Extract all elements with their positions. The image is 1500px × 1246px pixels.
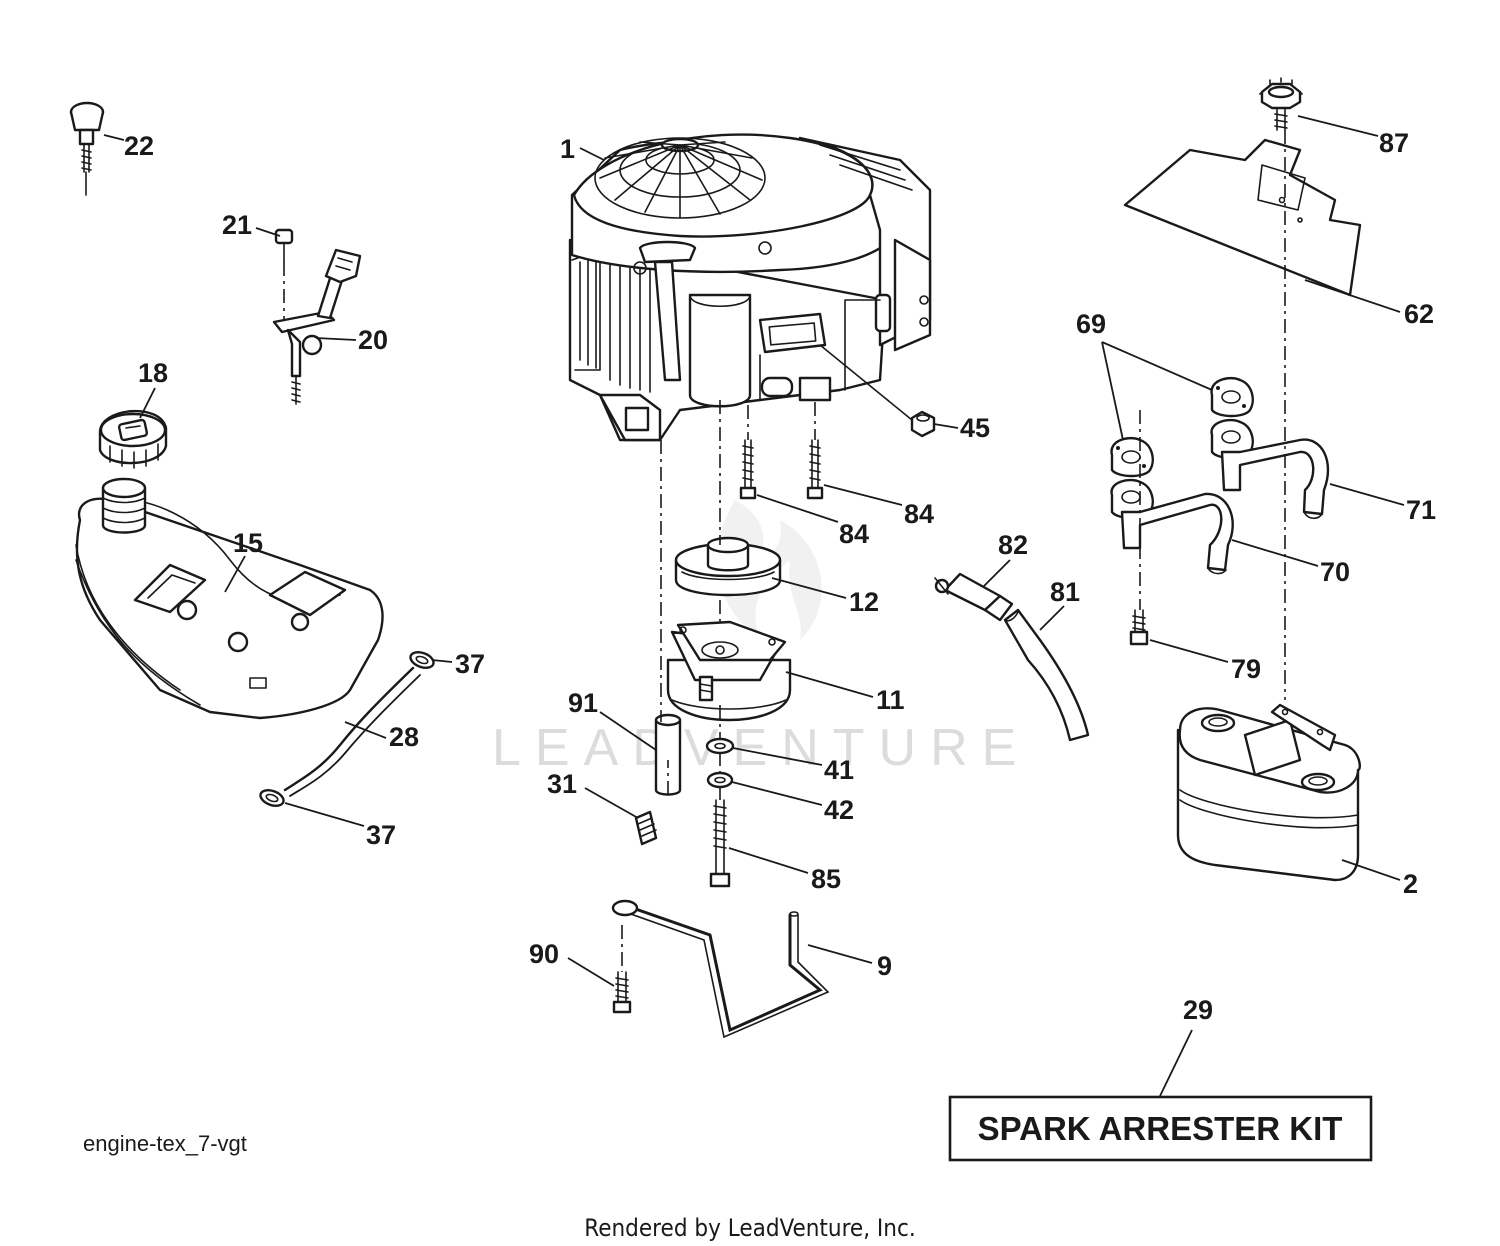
- callout-45[interactable]: 45: [960, 413, 990, 443]
- part-82-fuel-filter[interactable]: [934, 572, 1014, 622]
- spark-arrester-kit-label: SPARK ARRESTER KIT: [978, 1110, 1343, 1147]
- callout-21[interactable]: 21: [222, 210, 252, 240]
- callout-84-right[interactable]: 84: [904, 499, 934, 529]
- part-37-hose-clamp-upper[interactable]: [408, 649, 435, 670]
- callout-layer: 22 21 20 18 15 37 28 37 1 45 84 84 12 11…: [103, 115, 1436, 1097]
- callout-1[interactable]: 1: [560, 134, 575, 164]
- part-21-screw[interactable]: [274, 228, 294, 263]
- part-84-bolt-right[interactable]: [806, 439, 824, 500]
- callout-28[interactable]: 28: [389, 722, 419, 752]
- part-31-set-screw[interactable]: [634, 810, 658, 846]
- part-69-gasket-right[interactable]: [1210, 376, 1254, 418]
- callout-87[interactable]: 87: [1379, 128, 1409, 158]
- footer-credit: Rendered by LeadVenture, Inc.: [584, 1214, 915, 1242]
- callout-62[interactable]: 62: [1404, 299, 1434, 329]
- part-2-muffler[interactable]: [1176, 703, 1361, 882]
- callout-42[interactable]: 42: [824, 795, 854, 825]
- part-45-nut[interactable]: [910, 410, 936, 438]
- callout-29[interactable]: 29: [1183, 995, 1213, 1025]
- callout-18[interactable]: 18: [138, 358, 168, 388]
- engine-air-screen: [594, 137, 766, 219]
- callout-31[interactable]: 31: [547, 769, 577, 799]
- part-20-throttle-bracket[interactable]: [272, 248, 362, 405]
- part-71-exhaust-pipe[interactable]: [1210, 418, 1330, 520]
- part-62-heat-shield[interactable]: [1123, 138, 1362, 297]
- assembly-centerlines: [283, 130, 1286, 972]
- callout-81[interactable]: 81: [1050, 577, 1080, 607]
- callout-11[interactable]: 11: [876, 685, 905, 715]
- part-85-long-bolt[interactable]: [709, 799, 731, 888]
- part-90-screw[interactable]: [612, 971, 632, 1014]
- part-79-bolt[interactable]: [1129, 609, 1149, 646]
- callout-90[interactable]: 90: [529, 939, 559, 969]
- part-69-gasket-left[interactable]: [1110, 436, 1154, 478]
- part-87-knob-screw[interactable]: [1259, 77, 1303, 131]
- callout-41[interactable]: 41: [824, 755, 854, 785]
- callout-71[interactable]: 71: [1406, 495, 1436, 525]
- callout-82[interactable]: 82: [998, 530, 1028, 560]
- watermark: LEADVENTURE: [492, 719, 1030, 777]
- part-28-fuel-line[interactable]: [283, 666, 421, 797]
- callout-22[interactable]: 22: [124, 131, 154, 161]
- drawing-code: engine-tex_7-vgt: [83, 1131, 247, 1156]
- part-42-washer[interactable]: [706, 771, 734, 789]
- callout-85[interactable]: 85: [811, 864, 841, 894]
- callout-84-left[interactable]: 84: [839, 519, 869, 549]
- callout-2[interactable]: 2: [1403, 869, 1418, 899]
- part-81-hose[interactable]: [1003, 608, 1090, 742]
- callout-69[interactable]: 69: [1076, 309, 1106, 339]
- callout-91[interactable]: 91: [568, 688, 598, 718]
- part-91-spacer-tube[interactable]: [654, 713, 682, 796]
- part-37-hose-clamp-lower[interactable]: [258, 787, 285, 808]
- part-1-engine[interactable]: [568, 133, 932, 442]
- part-70-exhaust-pipe[interactable]: [1110, 478, 1234, 575]
- callout-20[interactable]: 20: [358, 325, 388, 355]
- callout-37-upper[interactable]: 37: [455, 649, 485, 679]
- part-41-washer[interactable]: [705, 737, 735, 755]
- callout-37-lower[interactable]: 37: [366, 820, 396, 850]
- part-22-knob[interactable]: [69, 101, 105, 196]
- part-15-fuel-tank[interactable]: [75, 477, 384, 720]
- part-9-retainer-rod[interactable]: [611, 899, 830, 1039]
- callout-9[interactable]: 9: [877, 951, 892, 981]
- callout-70[interactable]: 70: [1320, 557, 1350, 587]
- callout-79[interactable]: 79: [1231, 654, 1261, 684]
- part-11-pto-clutch[interactable]: [666, 620, 792, 722]
- part-12-pulley[interactable]: [674, 536, 782, 597]
- spark-arrester-kit-box[interactable]: SPARK ARRESTER KIT: [948, 1095, 1373, 1162]
- callout-15[interactable]: 15: [233, 528, 263, 558]
- callout-12[interactable]: 12: [849, 587, 879, 617]
- part-84-bolt-left[interactable]: [739, 439, 757, 500]
- part-18-fuel-cap[interactable]: [98, 409, 168, 469]
